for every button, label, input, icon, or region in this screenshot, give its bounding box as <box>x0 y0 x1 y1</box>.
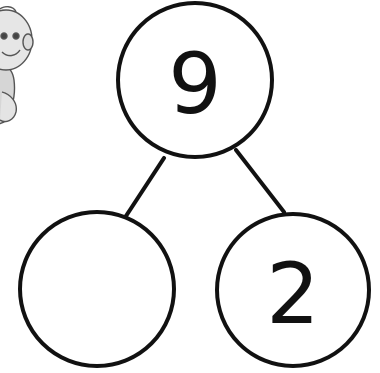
connector-left <box>126 158 164 216</box>
whole-value: 9 <box>168 35 221 133</box>
connector-right <box>236 150 284 212</box>
baby-cartoon-icon <box>0 7 33 126</box>
part-right-value: 2 <box>266 245 319 343</box>
part-left-circle <box>20 212 174 366</box>
